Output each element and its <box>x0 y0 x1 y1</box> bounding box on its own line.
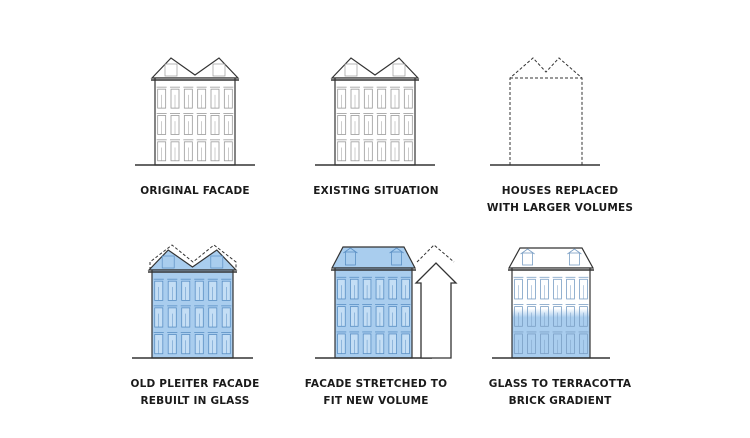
up-arrow-icon <box>414 262 458 359</box>
building-original-facade <box>135 57 255 166</box>
caption-line: BRICK GRADIENT <box>508 395 612 407</box>
dormer-pediment <box>343 247 358 254</box>
facade-body <box>151 269 234 359</box>
caption-line: FACADE STRETCHED TO <box>304 378 448 390</box>
caption-line: WITH LARGER VOLUMES <box>486 202 634 214</box>
caption-line: GLASS TO TERRACOTTA <box>488 378 632 390</box>
caption-original-facade: ORIGINAL FACADE <box>95 183 295 200</box>
dashed-larger-volume <box>149 244 237 270</box>
caption-facade-stretched: FACADE STRETCHED TO FIT NEW VOLUME <box>276 376 476 410</box>
dormer-pediment <box>567 248 582 255</box>
facade-body <box>511 267 591 359</box>
caption-line: ORIGINAL FACADE <box>140 185 250 197</box>
dashed-volume-top <box>416 244 455 263</box>
dormer-window <box>161 255 175 269</box>
dormer-window <box>522 252 533 266</box>
mansard-roof <box>331 246 416 269</box>
dormer-pediment <box>520 248 535 255</box>
caption-existing-situation: EXISTING SITUATION <box>276 183 476 200</box>
caption-line: REBUILT IN GLASS <box>140 395 250 407</box>
dormer-window <box>391 251 403 266</box>
building-existing-situation <box>315 57 435 166</box>
caption-line: HOUSES REPLACED <box>501 185 619 197</box>
building-stretched-facade <box>315 246 432 359</box>
dormer-window <box>210 255 224 269</box>
facade-body <box>154 77 236 166</box>
dormer-pediment <box>389 247 404 254</box>
caption-houses-replaced: HOUSES REPLACED WITH LARGER VOLUMES <box>460 183 660 217</box>
dormer-window <box>164 63 178 77</box>
caption-line: OLD PLEITER FACADE <box>130 378 260 390</box>
dashed-volume-outline <box>509 57 583 165</box>
caption-glass-terracotta: GLASS TO TERRACOTTA BRICK GRADIENT <box>460 376 660 410</box>
building-gradient-facade <box>492 247 610 359</box>
dormer-window <box>392 63 406 77</box>
building-glass-facade <box>132 249 253 359</box>
dormer-window <box>344 63 358 77</box>
dormer-window <box>212 63 226 77</box>
mansard-roof <box>507 247 595 269</box>
dormer-window <box>344 251 356 266</box>
facade-body <box>334 267 413 359</box>
facade-body <box>334 77 416 166</box>
caption-old-pleiter-facade: OLD PLEITER FACADE REBUILT IN GLASS <box>95 376 295 410</box>
dormer-window <box>569 252 580 266</box>
caption-line: FIT NEW VOLUME <box>323 395 429 407</box>
caption-line: EXISTING SITUATION <box>313 185 439 197</box>
